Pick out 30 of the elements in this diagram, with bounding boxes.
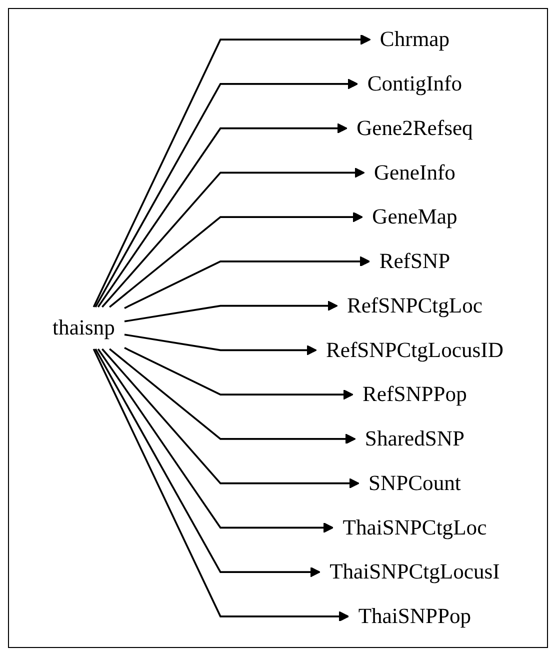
node-text: ThaiSNPPop — [358, 604, 472, 628]
node-text: Gene2Refseq — [356, 116, 473, 140]
tree-diagram: thaisnp Chrmap ContigInfo Gene2Refseq GeneInfo GeneMap RefSNP RefSNPCtgLoc RefSNPCtgLocusID RefSNPPop SharedSNP SNPCount ThaiSNPCtgLoc ThaiSNPCtgLocusI ThaiSNPPop — [9, 9, 547, 647]
arrow — [124, 300, 338, 322]
arrow — [97, 348, 334, 533]
node-text: ContigInfo — [367, 71, 462, 96]
node-text: RefSNP — [379, 248, 450, 273]
arrow — [92, 34, 371, 308]
arrow — [94, 348, 320, 578]
arrow — [124, 334, 317, 356]
node-text: ThaiSNPCtgLoc — [342, 515, 487, 540]
arrow — [124, 256, 370, 309]
node-text: GeneInfo — [374, 160, 456, 184]
node-text: RefSNPPop — [362, 382, 467, 406]
arrow — [109, 212, 364, 308]
node-text: SharedSNP — [364, 426, 464, 450]
node-text: RefSNPCtgLocusID — [326, 338, 504, 362]
arrow — [124, 347, 354, 400]
node-text: GeneMap — [372, 204, 458, 228]
node-text: thaisnp — [52, 315, 115, 340]
node-text: RefSNPCtgLoc — [346, 293, 482, 318]
node-text: SNPCount — [368, 470, 461, 495]
arrow — [92, 348, 350, 622]
arrow — [97, 123, 348, 308]
arrow — [109, 348, 356, 444]
arrow — [102, 167, 365, 308]
node-text: ThaiSNPCtgLocusI — [330, 559, 500, 584]
arrow — [102, 348, 360, 489]
arrow — [94, 78, 358, 308]
node-text: Chrmap — [380, 26, 450, 51]
